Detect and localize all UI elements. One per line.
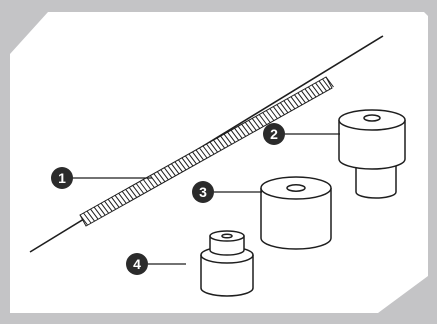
cylindrical-cap bbox=[260, 176, 332, 250]
callout-badge-4: 4 bbox=[126, 253, 148, 275]
spring-coil-turn bbox=[118, 193, 127, 204]
spring-coil-turn bbox=[325, 76, 334, 88]
spring-coil-turn bbox=[181, 157, 190, 169]
callout-badge-2: 2 bbox=[263, 123, 285, 145]
spring-coil-turn bbox=[234, 128, 243, 139]
spring-coil-turn bbox=[111, 197, 120, 208]
spring-coil-turn bbox=[188, 153, 197, 165]
spring-coil-turn bbox=[293, 94, 303, 105]
spring-coil-turn bbox=[93, 206, 102, 218]
spring-coil-turn bbox=[213, 139, 222, 151]
callout-number-1: 1 bbox=[58, 170, 66, 186]
spring-coil-turn bbox=[104, 200, 113, 212]
callout-number-3: 3 bbox=[199, 184, 207, 200]
spring-coil-turn bbox=[202, 145, 211, 157]
spring-coil-turn bbox=[149, 175, 159, 186]
spring-coil-turn bbox=[307, 86, 317, 98]
spring-coil-turn bbox=[227, 131, 236, 143]
large-stepped-cap bbox=[338, 109, 406, 199]
spring-coil-turn bbox=[251, 118, 261, 129]
spring-coil-turn bbox=[97, 204, 106, 216]
spring-coil-turn bbox=[255, 116, 264, 127]
spring-coil-turn bbox=[311, 84, 320, 96]
spring-coil-turn bbox=[83, 212, 92, 224]
spring-coil-turn bbox=[223, 133, 233, 145]
spring-coil-turn bbox=[156, 171, 166, 182]
spring-coil-turn bbox=[279, 102, 289, 113]
callout-badge-1: 1 bbox=[51, 167, 73, 189]
spring-coil-turn bbox=[209, 141, 218, 153]
spring-coil-turn bbox=[146, 177, 155, 188]
callout-number-4: 4 bbox=[133, 256, 141, 272]
spring-coil-turn bbox=[241, 124, 250, 135]
spring-coil-turn bbox=[220, 135, 229, 147]
spring-coil-turn bbox=[199, 147, 208, 159]
spring-coil-turn bbox=[79, 214, 88, 226]
callout-number-2: 2 bbox=[270, 126, 278, 142]
spring-coil-turn bbox=[125, 189, 134, 200]
spring-coil-turn bbox=[177, 159, 187, 171]
spring-coil-turn bbox=[272, 106, 282, 117]
spring-coil-turn bbox=[90, 208, 99, 220]
spring-coil-turn bbox=[318, 80, 327, 92]
spring-coil-turn bbox=[195, 149, 204, 161]
spring-coil-turn bbox=[283, 100, 292, 111]
spring-coil-turn bbox=[304, 88, 313, 100]
spring-coil-turn bbox=[290, 96, 299, 107]
callout-badge-3: 3 bbox=[192, 181, 214, 203]
spring-coil-turn bbox=[142, 179, 152, 190]
spring-coil-turn bbox=[153, 173, 162, 184]
spring-coil-turn bbox=[107, 198, 116, 210]
spring-coil-turn bbox=[167, 165, 176, 176]
spring-coil-turn bbox=[100, 202, 109, 214]
spring-coil-turn bbox=[206, 143, 215, 155]
spring-coil-turn bbox=[86, 210, 95, 222]
spring-coil-turn bbox=[184, 155, 194, 167]
spring-coil-turn bbox=[230, 129, 240, 141]
spring-coil-turn bbox=[269, 108, 278, 119]
spring-coil-turn bbox=[192, 151, 201, 163]
spring-coil-turn bbox=[163, 167, 173, 178]
spring-coil-turn bbox=[265, 110, 275, 121]
spring-coil-turn bbox=[121, 191, 131, 202]
spring-coil-turn bbox=[248, 120, 257, 131]
spring-coil-turn bbox=[276, 104, 285, 115]
spring-coil-turn bbox=[132, 185, 141, 196]
spring-coil-turn bbox=[237, 126, 247, 137]
spring-coil-turn bbox=[286, 98, 296, 109]
spring-coil-turn bbox=[315, 82, 324, 94]
spring bbox=[29, 35, 384, 253]
spring-coil-turn bbox=[128, 187, 138, 198]
spring-coil-turn bbox=[135, 183, 145, 194]
spring-coil-turn bbox=[322, 78, 331, 90]
spring-coil-turn bbox=[258, 114, 268, 125]
small-stepped-cap bbox=[200, 230, 254, 297]
spring-coil-turn bbox=[297, 92, 306, 104]
spring-coil-turn bbox=[170, 163, 180, 174]
spring-coil-turn bbox=[160, 169, 169, 180]
spring-coil-turn bbox=[114, 195, 123, 206]
spring-coil-turn bbox=[216, 137, 226, 149]
spring-coil-turn bbox=[244, 122, 254, 133]
spring-coil-turn bbox=[262, 112, 271, 123]
spring-coil-turn bbox=[174, 161, 183, 173]
spring-coil-turn bbox=[300, 90, 310, 102]
spring-coil-turn bbox=[139, 181, 148, 192]
